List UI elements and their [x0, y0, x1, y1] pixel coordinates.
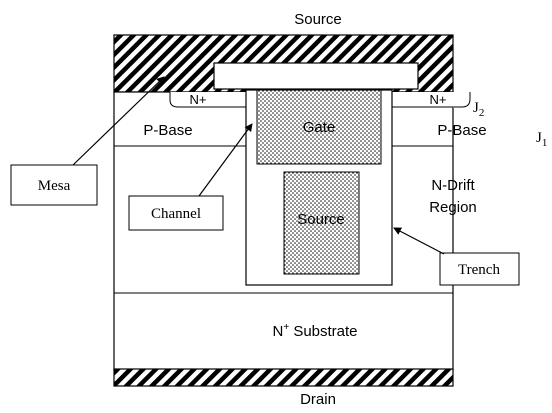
n-plus-cover-right [453, 92, 473, 108]
oxide-cap [213, 62, 419, 90]
drain-label: Drain [300, 391, 336, 408]
mesa-callout-label: Mesa [38, 178, 71, 194]
trench-callout-box [439, 252, 520, 286]
trench-source-electrode [283, 171, 360, 275]
n-drift-label-line1: N-Drift [431, 177, 475, 194]
p-base-left-label: P-Base [143, 122, 192, 139]
trench-source-label: Source [297, 211, 345, 228]
trench-callout-label: Trench [458, 262, 500, 278]
gate-electrode [256, 89, 382, 165]
p-base-right-label: P-Base [437, 122, 486, 139]
channel-callout-box [128, 195, 224, 231]
j1-label: J1 [536, 130, 547, 149]
substrate-label: N+ Substrate [272, 322, 357, 340]
mesa-arrow [72, 76, 165, 166]
n-plus-edge-right [392, 92, 471, 108]
n-plus-right-label: N+ [430, 92, 447, 107]
n-drift-label-line2: Region [429, 199, 477, 216]
trench-arrow [393, 227, 445, 255]
source-top-label: Source [294, 11, 342, 28]
n-plus-left-label: N+ [190, 92, 207, 107]
n-plus-region-left [169, 92, 247, 108]
drain-metal [113, 368, 454, 387]
mesa-callout-box [10, 164, 98, 206]
j2-label: J2 [473, 100, 484, 119]
gate-label: Gate [303, 119, 336, 136]
channel-callout-label: Channel [151, 206, 201, 222]
channel-arrow [198, 123, 253, 197]
